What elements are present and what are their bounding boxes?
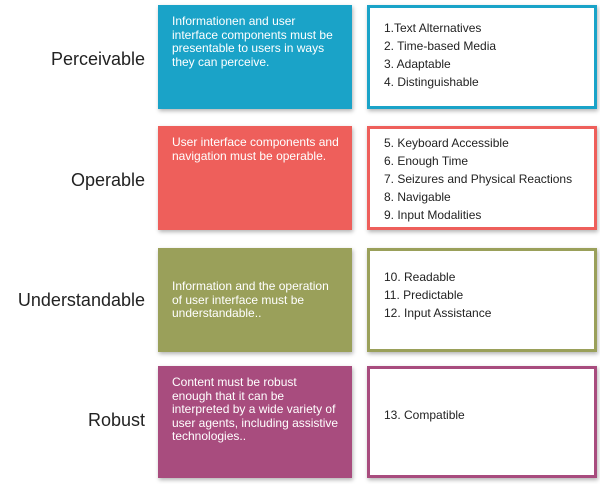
principle-label-robust: Robust	[87, 410, 145, 430]
guideline-item: 5. Keyboard Accessible	[384, 136, 509, 150]
principle-label-perceivable: Perceivable	[50, 49, 145, 69]
perceivable-guidelines-list: 1.Text Alternatives 2. Time-based Media …	[384, 19, 594, 91]
guideline-item: 6. Enough Time	[384, 154, 469, 168]
operable-description-box: User interface components and navigation…	[158, 126, 352, 230]
robust-guidelines-box: 13. Compatible	[367, 366, 597, 478]
perceivable-description-box: Informationen and user interface compone…	[158, 5, 352, 109]
understandable-guidelines-list: 10. Readable 11. Predictable 12. Input A…	[384, 268, 594, 322]
guideline-item: 12. Input Assistance	[384, 306, 492, 320]
guideline-item: 8. Navigable	[384, 190, 451, 204]
guideline-item: 1.Text Alternatives	[384, 21, 482, 35]
guideline-item: 13. Compatible	[384, 408, 465, 422]
robust-description: Content must be robust enough that it ca…	[172, 375, 339, 443]
perceivable-description: Informationen and user interface compone…	[172, 14, 333, 69]
principle-label-understandable: Understandable	[17, 290, 145, 310]
guideline-item: 9. Input Modalities	[384, 208, 482, 222]
guideline-item: 7. Seizures and Physical Reactions	[384, 172, 573, 186]
robust-description-box: Content must be robust enough that it ca…	[158, 366, 352, 478]
operable-guidelines-box: 5. Keyboard Accessible 6. Enough Time 7.…	[367, 126, 597, 230]
guideline-item: 4. Distinguishable	[384, 75, 479, 89]
guideline-item: 10. Readable	[384, 270, 456, 284]
operable-description: User interface components and navigation…	[172, 135, 339, 163]
guideline-item: 2. Time-based Media	[384, 39, 497, 53]
understandable-guidelines-box: 10. Readable 11. Predictable 12. Input A…	[367, 248, 597, 352]
robust-guidelines-list: 13. Compatible	[384, 406, 594, 424]
guideline-item: 3. Adaptable	[384, 57, 451, 71]
perceivable-guidelines-box: 1.Text Alternatives 2. Time-based Media …	[367, 5, 597, 109]
operable-guidelines-list: 5. Keyboard Accessible 6. Enough Time 7.…	[384, 134, 594, 224]
guideline-item: 11. Predictable	[384, 288, 464, 302]
understandable-description: Information and the operation of user in…	[172, 279, 329, 320]
understandable-description-box: Information and the operation of user in…	[158, 248, 352, 352]
principle-label-operable: Operable	[70, 170, 145, 190]
